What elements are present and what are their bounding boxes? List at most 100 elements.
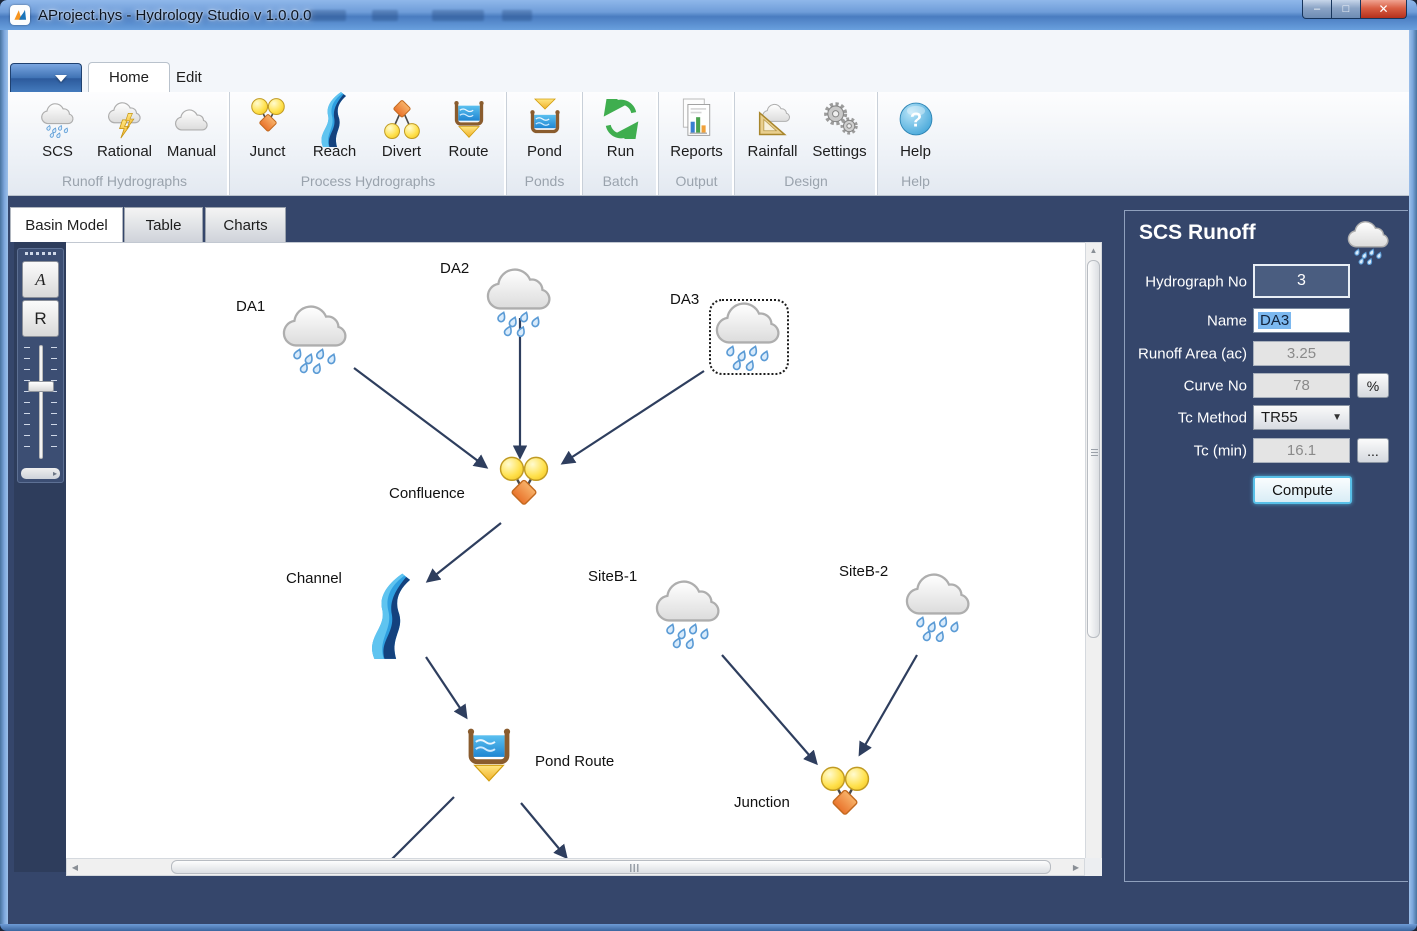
ribbon-tab-edit[interactable]: Edit [176,68,202,86]
maximize-button[interactable]: □ [1332,0,1361,19]
scroll-thumb-grip [1091,449,1098,457]
titlebar-ghost-text [308,10,346,21]
canvas-horizontal-scrollbar[interactable]: ◀ ▶ [66,858,1085,876]
node-label: Confluence [389,485,465,502]
application-menu-button[interactable] [10,63,82,92]
settings-button[interactable]: Settings [806,96,873,160]
node-label: SiteB-2 [839,563,889,580]
zoom-slider[interactable] [18,343,63,461]
horizontal-scroll-thumb[interactable] [171,860,1051,874]
pond-up-icon [525,96,565,142]
divert-button[interactable]: Divert [368,96,435,160]
svg-text:?: ? [909,109,921,131]
ribbon-group-label: Runoff Hydrographs [61,173,188,189]
ribbon-top-strip [8,30,1409,62]
scroll-up-icon[interactable]: ▲ [1089,246,1098,255]
node-junction[interactable] [816,765,874,835]
scs-button[interactable]: SCS [24,96,91,160]
vertical-scroll-thumb[interactable] [1087,260,1100,638]
flow-link [353,367,489,469]
canvas-vertical-scrollbar[interactable]: ▲ ▼ [1085,242,1102,876]
field-label: Hydrograph No [1145,273,1247,291]
cloud-plain-icon [172,96,212,142]
ribbon-group-label: Help [901,173,930,189]
name-input[interactable]: DA3 [1253,308,1350,333]
node-label: Junction [734,794,790,811]
route-button[interactable]: Route [435,96,502,160]
toolbar-grip[interactable] [25,252,56,259]
flow-link [858,654,918,757]
field-label: Tc (min) [1193,442,1247,459]
ribbon-button-label: Rational [96,143,153,160]
compute-button[interactable]: Compute [1253,476,1352,504]
help-circle-icon: ? [896,96,936,142]
ribbon-tab-home[interactable]: Home [88,62,171,92]
node-pond-route[interactable] [460,725,518,790]
flow-link [721,654,818,766]
node-siteb-1[interactable] [650,574,728,654]
node-siteb-2[interactable] [900,567,978,647]
hydrograph-no-field[interactable]: 3 [1253,264,1350,298]
help-button[interactable]: ?Help [882,96,949,160]
close-button[interactable]: ✕ [1361,0,1407,19]
field-label: Name [1206,312,1247,329]
pond-button[interactable]: Pond [511,96,578,160]
rain-cloud-icon [1344,217,1394,270]
node-label: DA1 [236,298,266,315]
slider-thumb[interactable] [28,381,54,392]
reports-button[interactable]: Reports [663,96,730,160]
window-controls: –□✕ [1302,0,1407,19]
ribbon-button-label: Rainfall [747,143,798,160]
tc-method-dropdown[interactable]: TR55▼ [1253,405,1350,430]
minimize-button[interactable]: – [1302,0,1332,19]
node-da1[interactable] [277,299,355,379]
tab-basin-model[interactable]: Basin Model [10,207,123,242]
toolbar-button-r[interactable]: R [22,300,59,337]
scroll-right-icon[interactable]: ▶ [1072,863,1080,872]
ellipsis-button[interactable]: ... [1357,438,1389,463]
run-button[interactable]: Run [587,96,654,160]
ribbon-button-label: Reach [312,143,357,160]
tab-table[interactable]: Table [124,207,203,242]
cloud-lightning-icon [105,96,145,142]
titlebar[interactable]: AProject.hys - Hydrology Studio v 1.0.0.… [0,0,1417,30]
runoff-area-ac--field: 3.25 [1253,341,1350,366]
selected-text: DA3 [1258,312,1292,329]
selection-outline [709,299,789,375]
titlebar-ghost-text [502,10,532,21]
junct-button[interactable]: Junct [234,96,301,160]
manual-button[interactable]: Manual [158,96,225,160]
node-channel[interactable] [362,572,424,664]
rainfall-button[interactable]: Rainfall [739,96,806,160]
toolbar-expand-button[interactable]: ▸ [21,468,60,479]
tab-charts[interactable]: Charts [205,207,286,242]
slider-track[interactable] [39,345,43,459]
percent-button[interactable]: % [1357,373,1389,398]
rational-button[interactable]: Rational [91,96,158,160]
run-cycle-icon [601,96,641,142]
river-icon [315,92,355,147]
toolbar-button-a[interactable]: A [22,261,59,298]
node-da2[interactable] [481,262,559,342]
flow-link [520,802,568,858]
chevron-down-icon [55,74,67,82]
ribbon-button-label: Reports [670,143,723,160]
window-title: AProject.hys - Hydrology Studio v 1.0.0.… [38,6,312,24]
reach-button[interactable]: Reach [301,92,368,160]
node-label: DA3 [670,291,700,308]
scroll-left-icon[interactable]: ◀ [71,863,79,872]
node-da3[interactable] [710,296,788,376]
node-confluence[interactable] [495,455,553,525]
